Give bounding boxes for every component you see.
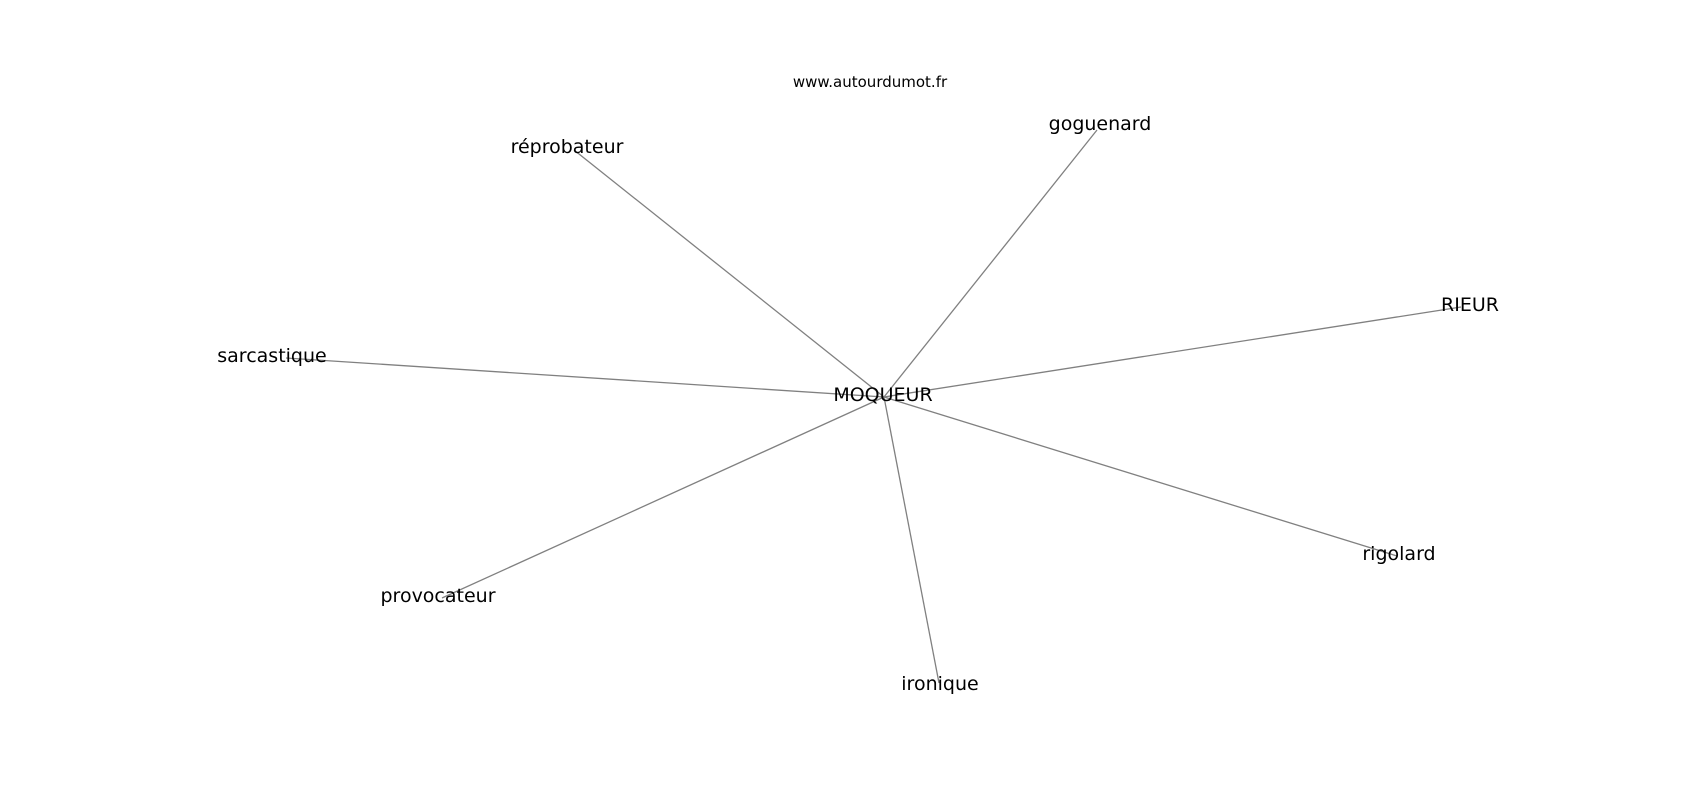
edge-rieur bbox=[883, 306, 1462, 398]
node-layer: MOQUEUR réprobateur goguenard RIEUR sarc… bbox=[217, 113, 1499, 695]
edge-provocateur bbox=[441, 396, 885, 599]
site-credit: www.autourdumot.fr bbox=[793, 73, 948, 91]
node-label-reprobateur[interactable]: réprobateur bbox=[511, 136, 624, 158]
node-label-sarcastique[interactable]: sarcastique bbox=[217, 345, 326, 367]
edge-layer bbox=[285, 129, 1462, 684]
edge-reprobateur bbox=[573, 149, 885, 398]
center-node-label[interactable]: MOQUEUR bbox=[833, 384, 932, 406]
edge-rigolard bbox=[883, 396, 1398, 557]
edge-sarcastique bbox=[285, 357, 885, 398]
edge-goguenard bbox=[883, 129, 1098, 398]
node-label-rigolard[interactable]: rigolard bbox=[1362, 543, 1435, 565]
node-label-rieur[interactable]: RIEUR bbox=[1441, 294, 1499, 316]
node-label-goguenard[interactable]: goguenard bbox=[1049, 113, 1152, 135]
node-label-ironique[interactable]: ironique bbox=[901, 673, 978, 695]
node-label-provocateur[interactable]: provocateur bbox=[380, 585, 495, 607]
edge-ironique bbox=[883, 396, 940, 684]
